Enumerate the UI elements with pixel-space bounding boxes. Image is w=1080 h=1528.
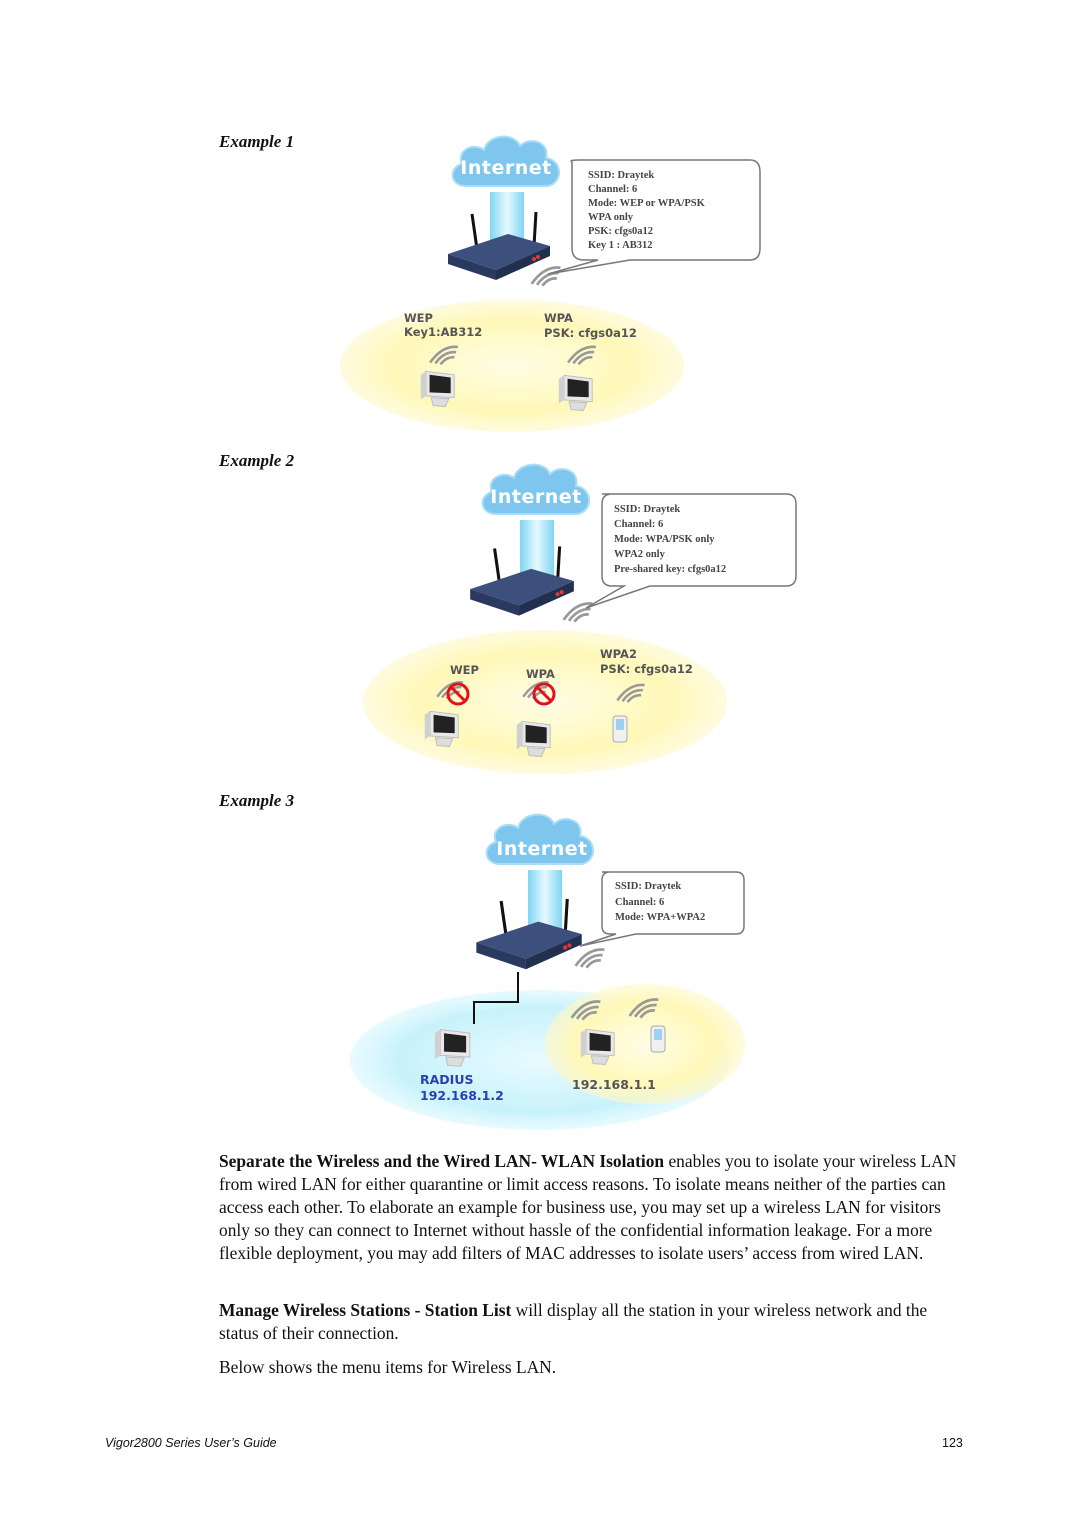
station-list-paragraph: Manage Wireless Stations - Station List …	[219, 1300, 928, 1343]
wireless-signal-icon	[530, 266, 562, 288]
cloud-label: Internet	[460, 157, 551, 179]
ssid-balloon	[585, 493, 797, 609]
svg-text:SSID: Draytek: SSID: Draytek	[588, 170, 654, 181]
svg-text:Pre-shared key: cfgs0a12: Pre-shared key: cfgs0a12	[614, 564, 726, 575]
wlan-zone	[340, 300, 684, 432]
wireless-signal-icon	[574, 948, 606, 970]
svg-text:Channel: 6: Channel: 6	[614, 519, 663, 530]
footer-title: Vigor2800 Series User’s Guide	[105, 1436, 277, 1450]
svg-text:WEP: WEP	[450, 663, 479, 677]
svg-text:Channel: 6: Channel: 6	[615, 897, 664, 908]
svg-text:192.168.1.1: 192.168.1.1	[572, 1077, 656, 1092]
wired-link	[473, 972, 519, 1024]
svg-text:192.168.1.2: 192.168.1.2	[420, 1088, 504, 1103]
pda-icon	[612, 715, 628, 743]
svg-text:Mode: WPA/PSK only: Mode: WPA/PSK only	[614, 534, 715, 545]
example-2-diagram: Internet SSID: Draytek Channel: 6 Mode: …	[350, 452, 810, 777]
wlan-zone	[363, 630, 727, 774]
svg-text:Mode: WEP or WPA/PSK: Mode: WEP or WPA/PSK	[588, 198, 706, 209]
svg-text:PSK: cfgs0a12: PSK: cfgs0a12	[600, 662, 693, 676]
ssid-balloon	[579, 871, 745, 947]
svg-text:Internet: Internet	[496, 838, 587, 860]
svg-text:WEP: WEP	[404, 311, 433, 325]
svg-text:PSK: cfgs0a12: PSK: cfgs0a12	[544, 326, 637, 340]
example-3-label: Example 3	[219, 791, 295, 810]
svg-text:WPA only: WPA only	[588, 212, 634, 223]
svg-text:RADIUS: RADIUS	[420, 1072, 473, 1087]
example-1-diagram: Internet SSID: Draytek Channel: 6 Mode: …	[330, 126, 790, 436]
svg-text:WPA: WPA	[526, 667, 555, 681]
svg-text:WPA: WPA	[544, 311, 573, 325]
ssid-balloon	[547, 159, 761, 275]
svg-text:Key1:AB312: Key1:AB312	[404, 325, 482, 339]
svg-text:WPA2 only: WPA2 only	[614, 549, 666, 560]
page-number: 123	[942, 1436, 963, 1450]
svg-text:Mode: WPA+WPA2: Mode: WPA+WPA2	[615, 912, 705, 923]
example-3-diagram: Internet SSID: Draytek Channel: 6 Mode: …	[340, 800, 760, 1135]
svg-text:Internet: Internet	[490, 486, 581, 508]
example-2-label: Example 2	[219, 451, 295, 470]
example-1-label: Example 1	[219, 132, 295, 151]
svg-text:Channel: 6: Channel: 6	[588, 184, 637, 195]
pda-icon	[650, 1025, 666, 1053]
svg-text:SSID: Draytek: SSID: Draytek	[615, 881, 681, 892]
wlan-isolation-paragraph: Separate the Wireless and the Wired LAN-…	[219, 1151, 957, 1263]
menu-intro-paragraph: Below shows the menu items for Wireless …	[219, 1357, 557, 1377]
wlan-zone	[545, 984, 745, 1104]
svg-text:Key 1 : AB312: Key 1 : AB312	[588, 240, 652, 251]
svg-text:PSK: cfgs0a12: PSK: cfgs0a12	[588, 226, 653, 237]
svg-text:WPA2: WPA2	[600, 647, 637, 661]
svg-text:SSID: Draytek: SSID: Draytek	[614, 504, 680, 515]
